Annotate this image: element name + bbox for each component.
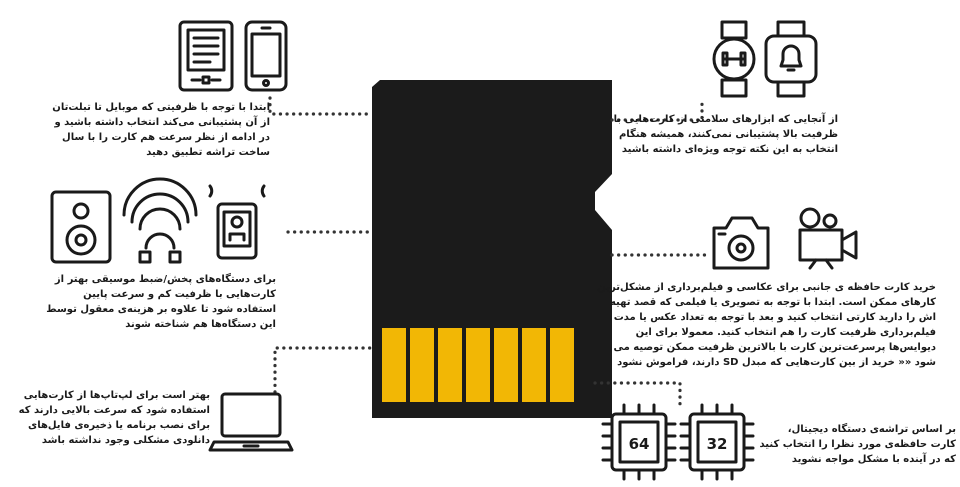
text-line: استفاده شود که سرعت بالایی دارند که xyxy=(18,405,210,416)
text-line: کارت‌هایی با ظرفیت کم و سرعت پایین xyxy=(83,289,276,300)
text-line: بر اساس تراشه‌ی دستگاه دیجیتال، xyxy=(787,424,956,435)
connectors xyxy=(268,96,707,412)
text-line: دیوایس‌ها پرسرعت‌ترین کارت با بالاترین ظ… xyxy=(613,342,936,353)
health-text: از آنجایی که ابزارهای سلامتی از کارت‌های… xyxy=(613,112,838,157)
text-line: ساخت تراشه تطبیق دهید xyxy=(146,147,270,158)
text-line: که در آینده با مشکل مواجه نشوید xyxy=(791,454,956,465)
text-line: بهتر است برای لپ‌تاپ‌ها از کارت‌هایی xyxy=(23,390,210,401)
video-camera-icon xyxy=(798,207,858,270)
contact-pin xyxy=(382,328,406,402)
text-line: شود «« خرید از بین کارت‌هایی که مبدل SD … xyxy=(617,357,936,368)
text-line: این دستگاه‌ها هم شناخته شوند xyxy=(125,319,276,330)
ebook-reader-icon xyxy=(178,20,234,92)
connector-mobile xyxy=(268,96,374,116)
laptop-text: بهتر است برای لپ‌تاپ‌ها از کارت‌هایی است… xyxy=(4,388,210,448)
text-line: فیلم‌برداری ظرفیت کارت را هم انتخاب کنید… xyxy=(635,327,936,338)
camera-text: خرید کارت حافظه ی جانبی برای عکاسی و فیل… xyxy=(596,280,936,370)
chip-32-icon xyxy=(679,403,755,481)
contact-pin xyxy=(522,328,546,402)
text-line: در ادامه از نظر سرعت هم کارت را با سال xyxy=(62,132,270,143)
card-contacts xyxy=(382,328,574,402)
smartphone-icon xyxy=(244,20,288,92)
contact-pin xyxy=(410,328,434,402)
chip-64-icon xyxy=(601,403,677,481)
contact-pin xyxy=(438,328,462,402)
text-line: از آنجایی که ابزارهای سلامتی از کارت‌های… xyxy=(613,114,838,125)
laptop-icon xyxy=(208,392,294,452)
microsd-card xyxy=(372,80,612,418)
fitness-band-icon xyxy=(712,20,756,98)
mobile-text: ابتدا با توجه با ظرفیتی که موبایل تا تبل… xyxy=(52,100,270,160)
contact-pin xyxy=(494,328,518,402)
text-line: خرید کارت حافظه ی جانبی برای عکاسی و فیل… xyxy=(597,282,936,293)
text-line: برای دستگاه‌های پخش/ضبط موسیقی بهتر از xyxy=(54,274,276,285)
text-line: کارت حافظه‌ی مورد نظرا را انتخاب کنید xyxy=(759,439,956,450)
headphones-icon xyxy=(122,177,198,264)
speaker-icon xyxy=(50,190,112,264)
connector-laptop xyxy=(273,346,374,394)
text-line: برای نصب برنامه یا ذخیره‌ی فایل‌های xyxy=(28,420,210,431)
text-line: انتخاب به این نکته توجه ویژه‌ای داشته با… xyxy=(621,144,838,155)
text-line: اش را دارید کارتی انتخاب کنید و بعد با ت… xyxy=(613,312,936,323)
music-text: برای دستگاه‌های پخش/ضبط موسیقی بهتر از ک… xyxy=(46,272,276,332)
chip-64-label: 64 xyxy=(629,435,650,453)
contact-pin xyxy=(466,328,490,402)
text-line: استفاده شود تا علاوه بر هزینه‌ی معقول تو… xyxy=(46,304,276,315)
card-body xyxy=(372,80,612,418)
music-player-icon xyxy=(208,184,266,260)
text-line: از آن پشتیبانی می‌کند انتخاب داشته باشید… xyxy=(54,117,270,128)
smartwatch-icon xyxy=(764,20,818,98)
text-line: دانلودی مشکلی وجود نداشته باشد xyxy=(41,435,210,446)
connector-health xyxy=(610,96,704,122)
chip-32-label: 32 xyxy=(707,435,728,453)
connector-chip xyxy=(593,381,682,412)
text-line: ظرفیت بالا پشتیبانی نمی‌کنند، همیشه هنگا… xyxy=(618,129,838,140)
contact-pin xyxy=(550,328,574,402)
chip-text: بر اساس تراشه‌ی دستگاه دیجیتال، کارت حاف… xyxy=(760,422,956,467)
camera-icon xyxy=(712,216,770,270)
text-line: کارهای ممکن است. ابتدا با توجه به تصویری… xyxy=(609,297,936,308)
text-line: ابتدا با توجه با ظرفیتی که موبایل تا تبل… xyxy=(52,102,270,113)
